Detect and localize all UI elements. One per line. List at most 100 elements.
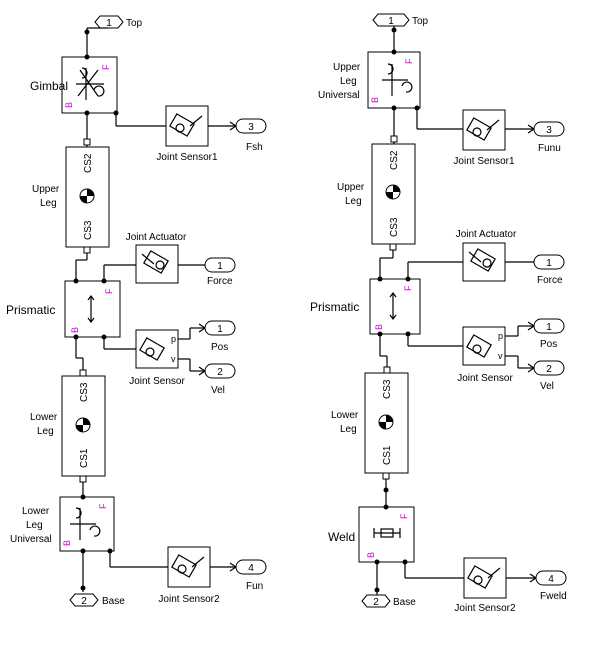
joint-sensor2-label: Joint Sensor2 <box>454 603 516 614</box>
joint-sensor-label: Joint Sensor <box>457 373 513 384</box>
top-port-label: Top <box>126 18 143 29</box>
left-vel-out-port[interactable]: 2 <box>204 363 236 379</box>
port-number: 1 <box>388 16 394 27</box>
right-joint-sensor-block[interactable]: p v <box>462 326 506 366</box>
cs1-label: CS1 <box>79 448 90 468</box>
lower-leg-label-line2: Leg <box>340 424 357 435</box>
center-of-mass-icon <box>385 184 401 200</box>
right-out4-port[interactable]: 4 <box>535 570 567 586</box>
sensor-icon <box>171 554 205 578</box>
joint-actuator-label: Joint Actuator <box>126 232 187 243</box>
cs2-label: CS2 <box>389 150 400 170</box>
left-prismatic-block[interactable]: B F <box>64 280 121 338</box>
base-port-tag: B <box>366 552 376 558</box>
left-out3-port[interactable]: 3 <box>235 118 267 134</box>
top-port-label: Top <box>412 16 429 27</box>
left-joint-sensor1-block[interactable] <box>165 105 209 147</box>
port-number: 2 <box>217 367 223 378</box>
upper-leg-label-line2: Leg <box>40 198 57 209</box>
right-joint-sensor2-block[interactable] <box>463 557 507 599</box>
gimbal-label: Gimbal <box>30 79 68 93</box>
connector-dot <box>383 487 389 493</box>
lower-universal-label-line3: Universal <box>10 534 52 545</box>
cs-port-square <box>83 246 91 254</box>
vel-label: Vel <box>540 381 554 392</box>
port-number: 3 <box>248 122 254 133</box>
joint-sensor1-label: Joint Sensor1 <box>453 156 515 167</box>
upper-leg-label-line1: Upper <box>32 184 60 195</box>
connector-dot <box>101 278 107 284</box>
lower-leg-label-line2: Leg <box>37 426 54 437</box>
force-label: Force <box>537 275 563 286</box>
follower-port-tag: F <box>403 285 413 291</box>
prismatic-arrow-icon <box>389 292 397 320</box>
joint-sensor2-label: Joint Sensor2 <box>158 594 220 605</box>
port-number: 2 <box>546 364 552 375</box>
cs1-label: CS1 <box>382 445 393 465</box>
center-of-mass-icon <box>378 414 394 430</box>
right-prismatic-block[interactable]: B F <box>369 278 421 335</box>
connector-dot <box>405 276 411 282</box>
left-joint-actuator-block[interactable] <box>135 244 179 284</box>
right-pos-out-port[interactable]: 1 <box>533 318 565 334</box>
left-pos-out-port[interactable]: 1 <box>204 320 236 336</box>
right-out3-port[interactable]: 3 <box>533 121 565 137</box>
left-lower-leg-block[interactable]: CS3 CS1 <box>61 375 106 477</box>
base-port-label: Base <box>393 597 416 608</box>
left-top-port[interactable]: 1 <box>94 15 124 29</box>
right-upper-leg-block[interactable]: CS2 CS3 <box>371 143 416 245</box>
cs-port-square <box>79 475 87 483</box>
port-number: 4 <box>248 563 254 574</box>
right-force-in-port[interactable]: 1 <box>533 254 565 270</box>
pos-label: Pos <box>211 342 228 353</box>
port-number: 1 <box>546 258 552 269</box>
sensor-icon <box>169 113 203 137</box>
follower-port-tag: F <box>104 288 114 294</box>
out3-label: Funu <box>538 143 561 154</box>
actuator-icon <box>468 248 496 272</box>
v-port-tag: v <box>171 354 176 364</box>
port-number: 2 <box>373 597 379 608</box>
lower-leg-label-line1: Lower <box>331 410 359 421</box>
out4-label: Fweld <box>540 591 567 602</box>
right-weld-block[interactable]: B F <box>358 506 415 563</box>
connector-dot <box>377 276 383 282</box>
right-lower-leg-block[interactable]: CS3 CS1 <box>364 372 409 474</box>
cs3-label: CS3 <box>79 382 90 402</box>
port-number: 2 <box>81 596 87 607</box>
lower-universal-label-line1: Lower <box>22 506 50 517</box>
upper-universal-label-line1: Upper <box>333 62 361 73</box>
left-base-port[interactable]: 2 <box>69 593 99 607</box>
base-port-tag: B <box>70 327 80 333</box>
v-port-tag: v <box>498 351 503 361</box>
port-number: 1 <box>546 322 552 333</box>
follower-port-tag: F <box>399 513 409 519</box>
port-number: 4 <box>548 574 554 585</box>
left-out4-port[interactable]: 4 <box>235 559 267 575</box>
connector-dot <box>73 278 79 284</box>
left-upper-leg-block[interactable]: CS2 CS3 <box>65 146 110 248</box>
port-number: 3 <box>546 125 552 136</box>
right-top-port[interactable]: 1 <box>372 13 410 27</box>
force-label: Force <box>207 276 233 287</box>
port-number: 1 <box>217 324 223 335</box>
right-upper-universal-block[interactable]: B F <box>367 51 421 109</box>
right-base-port[interactable]: 2 <box>361 594 391 608</box>
cs-port-square <box>383 366 391 374</box>
left-lower-universal-block[interactable]: B F <box>59 496 115 552</box>
left-joint-sensor2-block[interactable] <box>167 546 211 588</box>
cs3-label: CS3 <box>83 220 94 240</box>
right-vel-out-port[interactable]: 2 <box>533 360 565 376</box>
left-force-in-port[interactable]: 1 <box>204 257 236 273</box>
connector-dot <box>374 587 380 593</box>
center-of-mass-icon <box>75 417 91 433</box>
left-gimbal-block[interactable]: B F <box>61 56 118 114</box>
right-joint-actuator-block[interactable] <box>462 242 506 282</box>
right-diagram: 1 Top B F Upper Leg Universal <box>310 13 567 614</box>
left-joint-sensor-block[interactable]: p v <box>135 329 179 369</box>
joint-sensor-label: Joint Sensor <box>129 376 185 387</box>
sensor-icon <box>466 334 492 358</box>
sensor-icon <box>467 565 501 589</box>
cs3-label: CS3 <box>382 379 393 399</box>
right-joint-sensor1-block[interactable] <box>462 109 506 151</box>
